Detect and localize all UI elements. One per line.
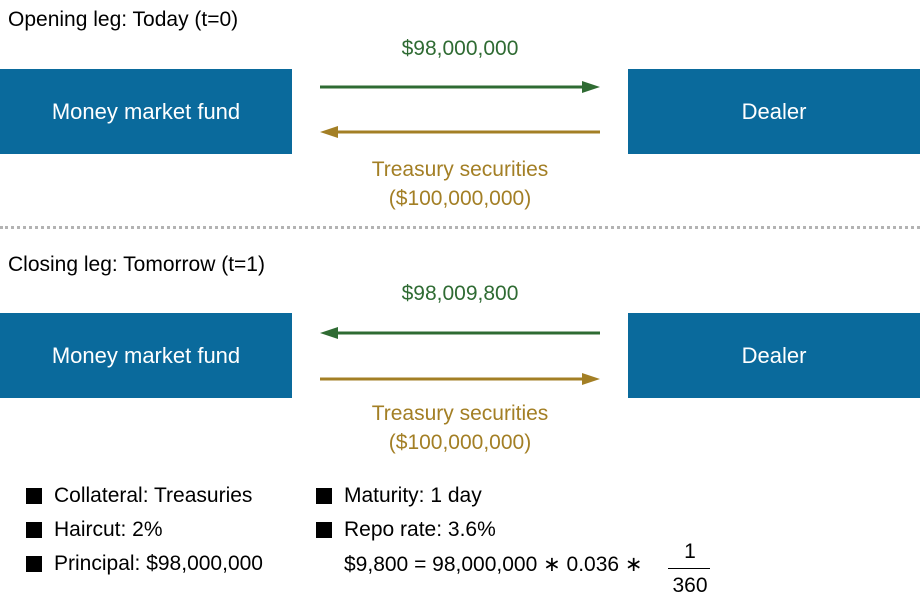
closing-leg-title: Closing leg: Tomorrow (t=1) bbox=[8, 253, 265, 276]
opening-cash-arrow-right bbox=[320, 81, 600, 93]
formula-numerator: 1 bbox=[684, 540, 696, 563]
closing-securities-label: Treasury securities ($100,000,000) bbox=[320, 399, 600, 457]
note-collateral: Collateral: Treasuries bbox=[26, 484, 252, 508]
formula-fraction-bar bbox=[668, 568, 710, 569]
closing-money-market-fund-box: Money market fund bbox=[0, 313, 292, 398]
bullet-square-icon bbox=[26, 556, 42, 572]
bullet-square-icon bbox=[316, 522, 332, 538]
closing-securities-name: Treasury securities bbox=[371, 402, 549, 425]
note-collateral-text: Collateral: Treasuries bbox=[54, 484, 253, 507]
note-repo-rate-text: Repo rate: 3.6% bbox=[344, 518, 496, 541]
closing-securities-arrow-right bbox=[320, 373, 600, 385]
opening-cash-amount: $98,000,000 bbox=[401, 37, 519, 60]
interest-formula: $9,800 = 98,000,000 ∗ 0.036 ∗ bbox=[344, 553, 643, 576]
note-principal-text: Principal: $98,000,000 bbox=[54, 552, 263, 575]
opening-dealer-box: Dealer bbox=[628, 69, 920, 154]
opening-securities-arrow-left bbox=[320, 126, 600, 138]
formula-denominator: 360 bbox=[672, 574, 708, 597]
bullet-square-icon bbox=[26, 488, 42, 504]
opening-money-market-fund-box: Money market fund bbox=[0, 69, 292, 154]
note-maturity-text: Maturity: 1 day bbox=[344, 484, 482, 507]
closing-cash-amount: $98,009,800 bbox=[401, 282, 519, 305]
note-maturity: Maturity: 1 day bbox=[316, 484, 482, 508]
opening-securities-amount: ($100,000,000) bbox=[388, 187, 532, 210]
opening-securities-name: Treasury securities bbox=[371, 158, 549, 181]
note-principal: Principal: $98,000,000 bbox=[26, 552, 263, 576]
opening-securities-label: Treasury securities ($100,000,000) bbox=[320, 155, 600, 213]
leg-divider bbox=[0, 226, 920, 229]
note-haircut: Haircut: 2% bbox=[26, 518, 163, 542]
closing-cash-arrow-left bbox=[320, 327, 600, 339]
bullet-square-icon bbox=[26, 522, 42, 538]
closing-securities-amount: ($100,000,000) bbox=[388, 431, 532, 454]
closing-dealer-box: Dealer bbox=[628, 313, 920, 398]
note-haircut-text: Haircut: 2% bbox=[54, 518, 163, 541]
bullet-square-icon bbox=[316, 488, 332, 504]
note-repo-rate: Repo rate: 3.6% bbox=[316, 518, 496, 542]
opening-leg-title: Opening leg: Today (t=0) bbox=[8, 8, 239, 31]
